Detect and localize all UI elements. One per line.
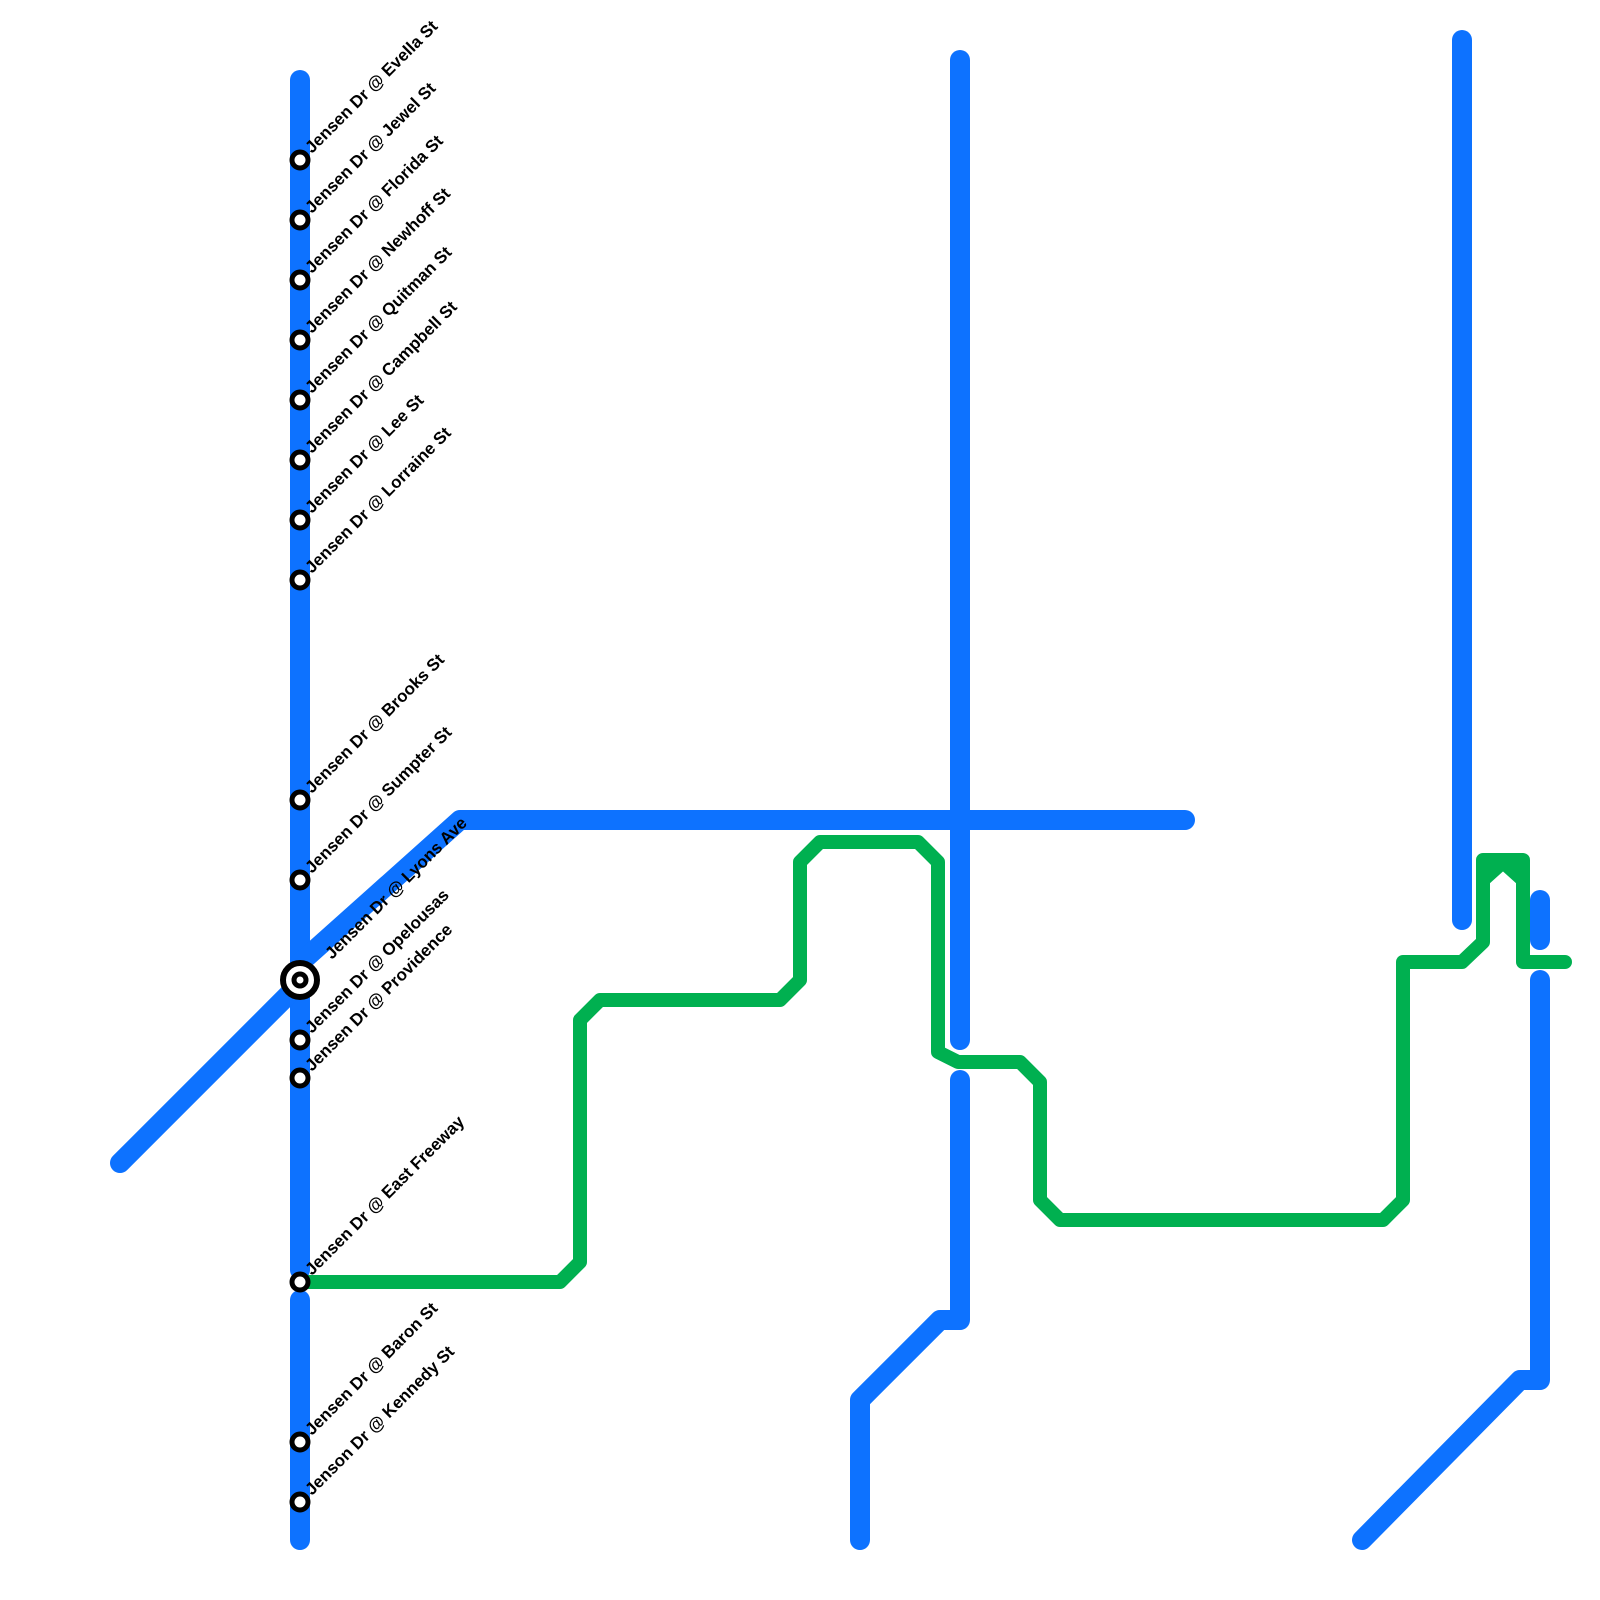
interchange-inner-marker bbox=[291, 971, 309, 989]
stop-marker[interactable] bbox=[289, 789, 311, 811]
stop-marker[interactable] bbox=[289, 1431, 311, 1453]
blue-route-east-south[interactable] bbox=[1352, 970, 1550, 1550]
blue-route-lyons-ave[interactable] bbox=[290, 810, 1195, 973]
blue-route-center-south[interactable] bbox=[850, 1070, 970, 1550]
stop-marker[interactable] bbox=[289, 869, 311, 891]
stop-label: Jensen Dr @ East Freeway bbox=[301, 1112, 468, 1279]
stop-marker[interactable] bbox=[289, 569, 311, 591]
stop-marker[interactable] bbox=[289, 269, 311, 291]
green-route[interactable] bbox=[293, 835, 1572, 1289]
stop-marker[interactable] bbox=[289, 389, 311, 411]
stop-label: Jensen Dr @ Lee St bbox=[301, 391, 427, 517]
stop-marker[interactable] bbox=[289, 149, 311, 171]
stop-marker[interactable] bbox=[289, 209, 311, 231]
stop-marker[interactable] bbox=[289, 509, 311, 531]
green-route-loop[interactable] bbox=[1476, 855, 1530, 887]
blue-route-lyons-west[interactable] bbox=[110, 973, 310, 1173]
route-lines bbox=[110, 30, 1572, 1550]
stop-marker[interactable] bbox=[289, 329, 311, 351]
stop-label: Jensen Dr @ Brooks St bbox=[301, 650, 448, 797]
stop-marker[interactable] bbox=[289, 1271, 311, 1293]
stop-marker[interactable] bbox=[289, 449, 311, 471]
stop-marker[interactable] bbox=[289, 1491, 311, 1513]
stop-marker[interactable] bbox=[289, 1067, 311, 1089]
stop-brooks[interactable]: Jensen Dr @ Brooks St bbox=[289, 650, 448, 811]
stop-marker[interactable] bbox=[289, 1029, 311, 1051]
stop-east-freeway[interactable]: Jensen Dr @ East Freeway bbox=[289, 1112, 469, 1293]
